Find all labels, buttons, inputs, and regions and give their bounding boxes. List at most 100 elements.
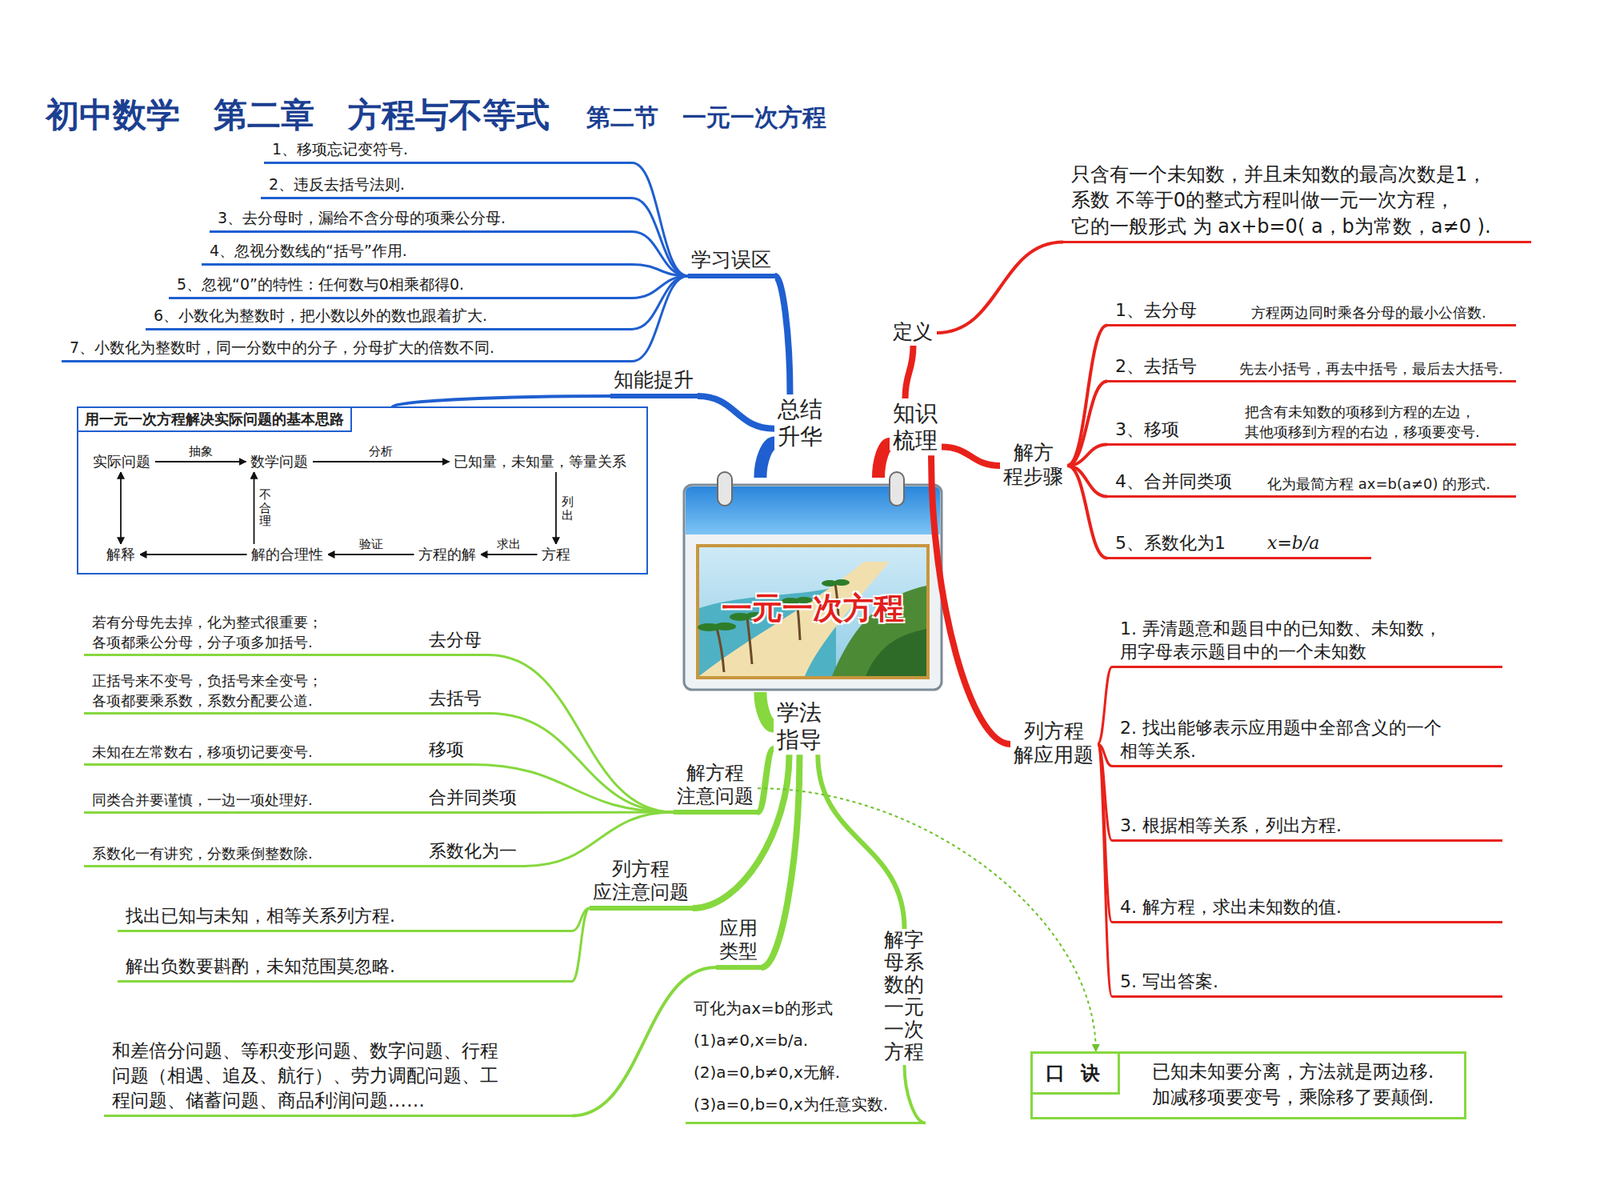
node-text: 解字 母系 数的 一元 一次 方程 <box>884 928 924 1064</box>
node-text: 系数化一有讲究，分数乘倒整数除. <box>92 844 332 864</box>
branch-note: 3、移项 <box>1107 417 1187 446</box>
edge-label: 验证 <box>357 536 385 552</box>
node-text: 2、去括号 <box>1115 354 1198 379</box>
node-text: 一元一次方程 <box>681 477 944 629</box>
node-text: 3、去分母时，漏给不含分母的项乘公分母. <box>217 208 626 229</box>
branch-note: 3、去分母时，漏给不含分母的项乘公分母. <box>209 208 632 233</box>
branch-note: 2、违反去括号法则. <box>260 174 632 200</box>
flow-box: 实际问题 <box>88 451 156 472</box>
flow-arrow <box>328 553 415 556</box>
node-text: 知识 梳理 <box>892 400 938 454</box>
branch-note: 3. 根据相等关系，列出方程. <box>1112 813 1503 842</box>
calendar-ring <box>889 472 904 506</box>
node-text: 合并同类项 <box>428 785 518 810</box>
edge-label: 不合理 <box>259 486 272 530</box>
branch-line <box>757 748 774 812</box>
branch-note: 去分母 <box>420 628 489 656</box>
branch-label: 解方 程步骤 <box>1000 440 1068 491</box>
flow-box: 方程 <box>537 544 576 565</box>
branch-line <box>392 396 611 407</box>
branch-note: 可化为ax=b的形式(1)a≠0,x=b/a.(2)a=0,b≠0,x无解.(3… <box>685 992 926 1124</box>
node-text: 方程的解 <box>418 545 477 564</box>
branch-note: 4、合并同类项 <box>1107 469 1240 498</box>
node-text: 未知在左常数右，移项切记要变号. <box>92 742 332 762</box>
flow-arrow <box>155 460 247 463</box>
node-text: 解方 程步骤 <box>1003 440 1064 489</box>
branch-note: 2、去括号 <box>1107 354 1204 383</box>
branch-line <box>572 908 590 982</box>
branch-line <box>941 447 1000 467</box>
node-text: 1、移项忘记变符号. <box>272 139 626 160</box>
node-text: 可化为ax=b的形式 <box>693 992 920 1024</box>
rhyme-box: 口 诀已知未知要分离，方法就是两边移. 加减移项要变号，乘除移了要颠倒. <box>1030 1051 1467 1120</box>
branch-label: 应用 类型 <box>716 916 762 970</box>
branch-line <box>1067 444 1108 467</box>
branch-note: 先去小括号，再去中括号，最后去大括号. <box>1231 359 1516 383</box>
section-subtitle: 第二节 一元一次方程 <box>586 101 827 135</box>
branch-line <box>905 345 914 399</box>
branch-note: 同类合并要谨慎，一边一项处理好. <box>84 790 416 814</box>
branch-label: 知能提升 <box>610 368 698 399</box>
branch-label: 定义 <box>889 320 937 346</box>
node-text: 方程 <box>541 545 572 564</box>
central-topic: 一元一次方程 <box>681 477 944 692</box>
node-text: 数学问题 <box>250 452 309 471</box>
branch-note: 合并同类项 <box>420 785 524 814</box>
flow-arrow <box>120 472 122 544</box>
node-text: 把含有未知数的项移到方程的左边， 其他项移到方程的右边，移项要变号. <box>1244 402 1485 442</box>
branch-line <box>697 396 775 429</box>
branch-label: 解方程 注意问题 <box>673 761 758 815</box>
branch-line <box>775 276 791 395</box>
node-text: (3)a=0,b=0,x为任意实数. <box>693 1088 920 1120</box>
node-text: 6、小数化为整数时，把小数以外的数也跟着扩大. <box>153 305 626 327</box>
branch-line <box>1067 465 1108 559</box>
main-branch-label: 学法 指导 <box>773 697 826 755</box>
node-text: 4、忽视分数线的“括号”作用. <box>209 240 626 262</box>
node-text: 7、小数化为整数时，同一分数中的分子，分母扩大的倍数不同. <box>69 337 626 359</box>
branch-label: 解字 母系 数的 一元 一次 方程 <box>880 928 928 1065</box>
node-text: 已知量，未知量，等量关系 <box>453 452 628 471</box>
branch-note: 和差倍分问题、等积变形问题、数字问题、行程 问题（相遇、追及、航行）、劳力调配问… <box>104 1038 572 1117</box>
flow-arrow <box>253 472 256 544</box>
branch-note: 1、去分母 <box>1107 298 1204 327</box>
branch-label: 列方程 应注意问题 <box>589 857 693 911</box>
node-text: 和差倍分问题、等积变形问题、数字问题、行程 问题（相遇、追及、航行）、劳力调配问… <box>112 1038 508 1113</box>
branch-note: 7、小数化为整数时，同一分数中的分子，分母扩大的倍数不同. <box>61 337 632 363</box>
node-text: 解的合理性 <box>251 545 324 564</box>
branch-line <box>761 754 800 968</box>
node-text: 解方程 注意问题 <box>676 761 754 808</box>
branch-line <box>1067 381 1108 467</box>
branch-note: 系数化一有讲究，分数乘倒整数除. <box>84 844 416 868</box>
branch-note: 化为最简方程 ax=b(a≠0) 的形式. <box>1259 474 1516 498</box>
branch-note: 正括号来不变号，负括号来全变号； 各项都要乘系数，系数分配要公道. <box>84 671 416 715</box>
branch-note: 系数化为一 <box>420 839 524 868</box>
palm-leaf <box>833 579 850 586</box>
branch-note: x=b/a <box>1259 531 1372 560</box>
node-text: 找出已知与未知，相等关系列方程. <box>125 904 566 928</box>
branch-line <box>632 198 688 277</box>
branch-line <box>1097 667 1112 745</box>
node-text: 口 诀 <box>1032 1053 1120 1095</box>
page-title: 初中数学 第二章 方程与不等式 <box>45 92 550 138</box>
branch-line <box>632 163 688 277</box>
branch-label: 学习误区 <box>688 248 776 279</box>
node-text: 去括号 <box>428 686 483 711</box>
branch-line <box>1232 556 1260 560</box>
node-text: 学习误区 <box>691 248 772 272</box>
branch-note: 4. 解方程，求出未知数的值. <box>1112 895 1503 924</box>
node-text: (2)a=0,b≠0,x无解. <box>693 1056 920 1088</box>
branch-line <box>931 455 1011 744</box>
node-text: 2、违反去括号法则. <box>268 174 626 196</box>
edge-label: 抽象 <box>187 444 215 460</box>
branch-note: 4、忽视分数线的“括号”作用. <box>201 240 632 266</box>
node-text: 4. 解方程，求出未知数的值. <box>1120 895 1448 920</box>
branch-note: 解出负数要斟酌，未知范围莫忽略. <box>117 954 572 983</box>
node-text: 4、合并同类项 <box>1115 469 1233 494</box>
node-text: 列方程 解应用题 <box>1013 719 1094 768</box>
branch-note: 移项 <box>420 737 472 766</box>
branch-note: 5、忽视“0”的特性：任何数与0相乘都得0. <box>168 274 632 300</box>
branch-note: 找出已知与未知，相等关系列方程. <box>117 904 572 932</box>
node-text: 2. 找出能够表示应用题中全部含义的一个 相等关系. <box>1120 716 1448 764</box>
node-text: 3、移项 <box>1115 417 1180 442</box>
